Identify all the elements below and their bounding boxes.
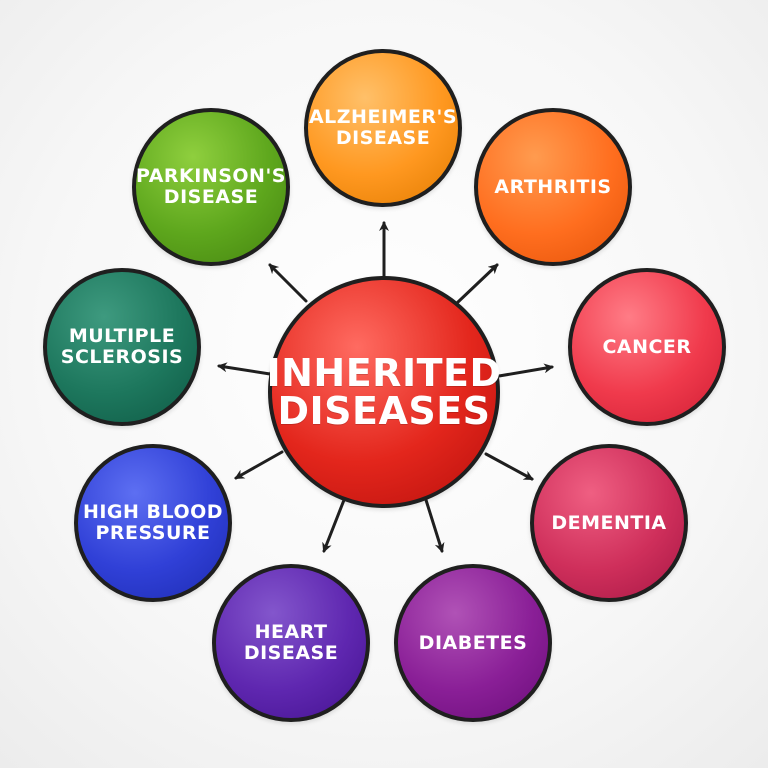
node-multiple-sclerosis: MULTIPLE SCLEROSIS — [43, 268, 201, 426]
node-arthritis: ARTHRITIS — [474, 108, 632, 266]
arrow-to-dementia — [484, 452, 534, 481]
node-dementia: DEMENTIA — [530, 444, 688, 602]
arrow-to-parkinsons — [268, 263, 308, 303]
node-high-blood-pressure: HIGH BLOOD PRESSURE — [74, 444, 232, 602]
arrow-to-diabetes — [424, 498, 445, 553]
arrow-to-arthritis — [456, 263, 499, 304]
node-diabetes: DIABETES — [394, 564, 552, 722]
arrow-to-multiple-sclerosis — [217, 362, 272, 376]
arrow-to-high-blood-pressure — [234, 450, 284, 480]
node-alzheimers-disease: ALZHEIMER'S DISEASE — [304, 49, 462, 207]
arrow-to-cancer — [497, 363, 554, 378]
arrow-to-heart-disease — [322, 498, 346, 553]
center-node-inherited-diseases: INHERITED DISEASES — [266, 276, 501, 508]
node-heart-disease: HEART DISEASE — [212, 564, 370, 722]
node-parkinsons-disease: PARKINSON'S DISEASE — [132, 108, 290, 266]
node-cancer: CANCER — [568, 268, 726, 426]
